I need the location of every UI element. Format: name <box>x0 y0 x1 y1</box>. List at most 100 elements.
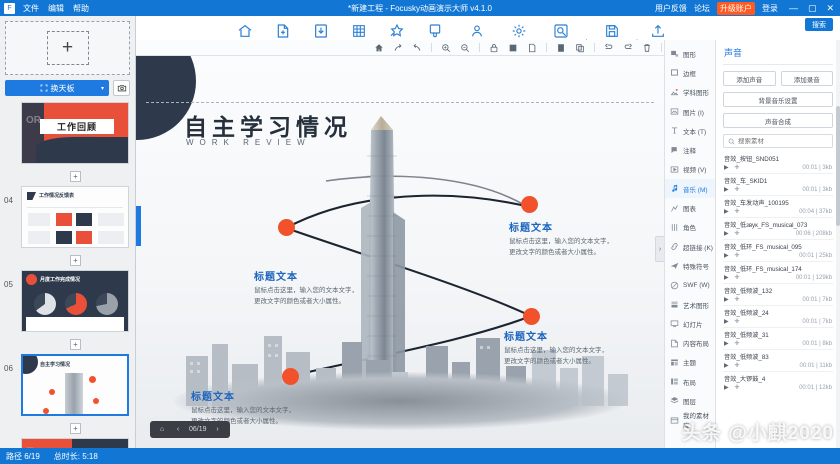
redo-path-icon[interactable] <box>393 43 403 53</box>
slide-thumb-06[interactable]: 自主学习情况 <box>21 354 129 416</box>
redo-icon[interactable] <box>623 43 633 53</box>
insert-item-slide[interactable]: 幻灯片 <box>665 314 715 333</box>
sound-search-box[interactable] <box>723 134 833 148</box>
text-block-heading[interactable]: 标题文本 <box>504 332 548 343</box>
add-icon[interactable]: ✛ <box>734 231 740 237</box>
play-icon[interactable]: ▶ <box>724 231 729 237</box>
sound-list-item[interactable]: 音效_低звук_FS_musical_073 ▶ ✛ 00:06 | 208k… <box>716 218 840 239</box>
text-block-2[interactable]: 标题文本 鼠标点击这里，输入您的文本文字，更改文字的颜色或者大小属性。 <box>254 268 364 307</box>
chevron-down-icon[interactable]: ▾ <box>100 85 104 92</box>
bgm-settings-button[interactable]: 背景音乐设置 <box>723 92 833 107</box>
play-icon[interactable]: ▶ <box>724 165 729 171</box>
text-block-body[interactable]: 鼠标点击这里，输入您的文本文字，更改文字的颜色或者大小属性。 <box>254 287 358 305</box>
play-icon[interactable]: ▶ <box>724 319 729 325</box>
add-icon[interactable]: ✛ <box>734 253 740 259</box>
add-icon[interactable]: ✛ <box>734 319 740 325</box>
play-icon[interactable]: ▶ <box>724 187 729 193</box>
slide-canvas-area[interactable]: 自主学习情况 WORK REVIEW <box>136 56 664 448</box>
play-icon[interactable]: ▶ <box>724 253 729 259</box>
scrollbar-thumb[interactable] <box>836 106 840 226</box>
text-block-3[interactable]: 标题文本 鼠标点击这里，输入您的文本文字，更改文字的颜色或者大小属性。 <box>504 328 614 367</box>
marker-node-3[interactable] <box>523 308 540 325</box>
menu-item-file[interactable]: 文件 <box>23 3 39 13</box>
slide-thumbnail-item[interactable]: 04 工作情况反馈表 <box>0 184 135 248</box>
playback-next-button[interactable]: › <box>216 426 219 433</box>
sound-list[interactable]: 音效_按钮_SND051 ▶ ✛ 00:01 | 3kb 音效_车_SKID1 … <box>716 152 840 448</box>
insert-item-chart[interactable]: 图表 <box>665 198 715 217</box>
insert-item-subject-shape[interactable]: 学科图形 <box>665 83 715 102</box>
add-icon[interactable]: ✛ <box>734 385 740 391</box>
sound-synthesis-button[interactable]: 声音合成 <box>723 113 833 128</box>
sound-list-item[interactable]: 音效_大锣鼓_4 ▶ ✛ 00:01 | 12kb <box>716 372 840 393</box>
insert-item-annotation[interactable]: 注释 <box>665 140 715 159</box>
play-icon[interactable]: ▶ <box>724 341 729 347</box>
slide-thumbnail-item[interactable]: 05 月度工作完成情况 <box>0 268 135 332</box>
menu-item-help[interactable]: 帮助 <box>73 3 89 13</box>
close-button[interactable]: ✕ <box>826 2 834 13</box>
sound-list-item[interactable]: 音效_低环_FS_musical_174 ▶ ✛ 00:01 | 129kb <box>716 262 840 283</box>
slide-canvas[interactable]: 自主学习情况 WORK REVIEW <box>136 56 664 448</box>
insert-slide-button[interactable]: + <box>70 423 81 434</box>
insert-item-swf[interactable]: SWF (W) <box>665 276 715 295</box>
align-icon[interactable] <box>508 43 518 53</box>
playback-home-icon[interactable]: ⌂ <box>159 426 165 433</box>
insert-item-link[interactable]: 超链接 (K) <box>665 237 715 256</box>
play-icon[interactable]: ▶ <box>724 275 729 281</box>
lock-icon[interactable] <box>489 43 499 53</box>
maximize-button[interactable]: ▢ <box>807 2 817 13</box>
insert-item-shape[interactable]: 图形 <box>665 44 715 63</box>
slide-title[interactable]: 自主学习情况 <box>184 114 352 140</box>
slide-subtitle[interactable]: WORK REVIEW <box>186 138 311 147</box>
search-button[interactable]: 搜索 <box>805 18 833 31</box>
play-icon[interactable]: ▶ <box>724 363 729 369</box>
sound-search-input[interactable] <box>738 137 826 145</box>
upgrade-account-button[interactable]: 升级账户 <box>716 1 755 15</box>
slide-thumbnail-item-selected[interactable]: 06 自主学习情况 <box>0 352 135 416</box>
sound-list-item[interactable]: 音效_按钮_SND051 ▶ ✛ 00:01 | 3kb <box>716 152 840 173</box>
insert-slide-button[interactable]: + <box>70 255 81 266</box>
change-template-button[interactable]: 换天板 ▾ <box>5 80 109 96</box>
insert-item-border[interactable]: 边框 <box>665 63 715 82</box>
add-slide-plus-icon[interactable]: + <box>46 31 89 65</box>
canvas-edge-tab[interactable] <box>136 206 141 246</box>
slide-thumb-05[interactable]: 月度工作完成情况 <box>21 270 129 332</box>
insert-item-image[interactable]: 图片 (I) <box>665 102 715 121</box>
insert-item-music[interactable]: 音乐 (M) <box>665 179 715 199</box>
sound-list-item[interactable]: 音效_车_SKID1 ▶ ✛ 00:01 | 3kb <box>716 174 840 195</box>
screenshot-button[interactable] <box>113 80 130 96</box>
play-icon[interactable]: ▶ <box>724 385 729 391</box>
insert-item-video[interactable]: 视频 (V) <box>665 160 715 179</box>
insert-slide-button[interactable]: + <box>70 339 81 350</box>
marker-node-1[interactable] <box>521 196 538 213</box>
slide-thumb-04[interactable]: 工作情况反馈表 <box>21 186 129 248</box>
zoom-in-icon[interactable] <box>441 43 451 53</box>
copy-style-icon[interactable] <box>527 43 537 53</box>
text-block-body[interactable]: 鼠标点击这里，输入您的文本文字，更改文字的颜色或者大小属性。 <box>504 347 608 365</box>
add-sound-button[interactable]: 添加声音 <box>723 71 776 86</box>
add-icon[interactable]: ✛ <box>734 209 740 215</box>
undo-path-icon[interactable] <box>412 43 422 53</box>
insert-item-library[interactable]: 我的素材库 <box>665 411 715 430</box>
panel-collapse-button[interactable]: › <box>655 236 664 262</box>
add-icon[interactable]: ✛ <box>734 187 740 193</box>
undo-icon[interactable] <box>604 43 614 53</box>
menu-item-edit[interactable]: 编辑 <box>48 3 64 13</box>
minimize-button[interactable]: — <box>788 2 798 13</box>
text-block-body[interactable]: 鼠标点击这里，输入您的文本文字，更改文字的颜色或者大小属性。 <box>509 238 613 256</box>
sound-list-item[interactable]: 音效_低频波_132 ▶ ✛ 00:01 | 7kb <box>716 284 840 305</box>
insert-item-layer[interactable]: 图层 <box>665 391 715 410</box>
sound-list-item[interactable]: 音效_低频波_24 ▶ ✛ 00:01 | 7kb <box>716 306 840 327</box>
text-block-body[interactable]: 鼠标点击这里，输入您的文本文字，更改文字的颜色或者大小属性。 <box>191 407 295 425</box>
sound-list-item[interactable]: 音效_低环_FS_musical_095 ▶ ✛ 00:01 | 25kb <box>716 240 840 261</box>
text-block-heading[interactable]: 标题文本 <box>191 392 235 403</box>
slide-thumb-07[interactable]: REPOR 02 自我评价 SELF EVALUATION <box>21 438 129 448</box>
login-link[interactable]: 登录 <box>761 3 778 13</box>
add-recording-button[interactable]: 添加录音 <box>780 71 833 86</box>
add-icon[interactable]: ✛ <box>734 165 740 171</box>
sound-list-item[interactable]: 音效_车发动声_100195 ▶ ✛ 00:04 | 37kb <box>716 196 840 217</box>
insert-item-layout[interactable]: 布局 <box>665 372 715 391</box>
marker-node-2[interactable] <box>278 219 295 236</box>
new-slide-dropzone[interactable]: + <box>5 21 130 75</box>
slide-thumb-cover[interactable]: OR 工作回顾 WORK REVIEW <box>21 102 129 164</box>
play-icon[interactable]: ▶ <box>724 209 729 215</box>
